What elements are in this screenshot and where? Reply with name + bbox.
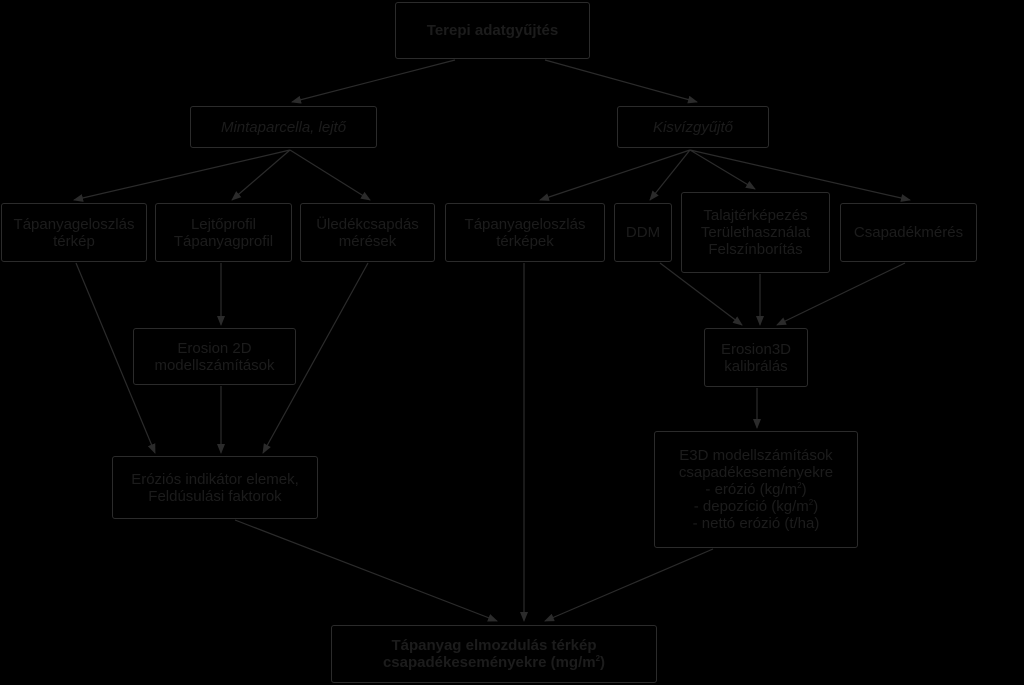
arrow-kisviz-to-ddm <box>649 149 691 201</box>
node-erosion3d: Erosion3D kalibrálás <box>704 328 808 387</box>
node-erosion2d: Erosion 2D modellszámítások <box>133 328 296 385</box>
node-talaj-line-2: Területhasználat <box>700 224 811 241</box>
node-erosion2d-line-1: Erosion 2D <box>177 339 252 357</box>
node-indikator-line-2: Feldúsulási faktorok <box>148 487 282 505</box>
node-erosion3d-line-2: kalibrálás <box>724 357 788 375</box>
arrow-e3d-to-final <box>544 548 714 622</box>
node-ddm: DDM <box>614 203 672 262</box>
node-terepi: Terepi adatgyűjtés <box>395 2 590 59</box>
node-tap-terkepek: Tápanyageloszlás térképek <box>445 203 605 262</box>
node-e3d-item-2: - depozíció (kg/m2) <box>693 498 819 515</box>
node-e3d: E3D modellszámítások csapadékeseményekre… <box>654 431 858 548</box>
arrow-terepi-to-minta <box>291 59 456 104</box>
node-indikator: Eróziós indikátor elemek, Feldúsulási fa… <box>112 456 318 519</box>
arrow-kisviz-to-csapadek <box>689 149 911 202</box>
node-kisviz-line-1: Kisvízgyűjtő <box>652 118 734 136</box>
arrow-terepi-to-kisviz <box>544 59 698 104</box>
node-tap-terkepek-line-2: térképek <box>496 232 554 250</box>
node-lejto: Lejtőprofil Tápanyagprofil <box>155 203 292 262</box>
arrow-kisviz-to-tap-terkepek <box>539 149 691 201</box>
node-e3d-item-1: - erózió (kg/m2) <box>705 481 807 498</box>
arrow-indikator-to-final <box>234 519 498 622</box>
node-terepi-line-1: Terepi adatgyűjtés <box>426 22 559 39</box>
node-uledek-line-2: mérések <box>338 232 397 250</box>
node-csapadek-line-1: Csapadékmérés <box>853 224 964 241</box>
node-indikator-line-1: Eróziós indikátor elemek, <box>131 470 299 488</box>
node-erosion3d-line-1: Erosion3D <box>720 340 792 358</box>
arrow-kisviz-to-talaj <box>689 149 756 190</box>
node-erosion2d-line-2: modellszámítások <box>154 356 275 374</box>
arrow-minta-to-uledek <box>289 149 371 201</box>
node-e3d-line-2: csapadékeseményekre <box>678 464 834 481</box>
node-minta: Mintaparcella, lejtő <box>190 106 377 148</box>
node-lejto-line-2: Tápanyagprofil <box>173 232 274 250</box>
node-talaj: Talajtérképezés Területhasználat Felszín… <box>681 192 830 273</box>
node-tap-terkep-line-1: Tápanyageloszlás <box>13 215 135 233</box>
node-talaj-line-3: Felszínborítás <box>708 241 803 258</box>
node-tap-terkep-line-2: térkép <box>53 232 95 250</box>
node-e3d-line-1: E3D modellszámítások <box>679 447 833 464</box>
arrow-ddm-to-erosion3d <box>659 262 743 326</box>
arrow-minta-to-tap-terkep <box>73 149 291 202</box>
node-uledek-line-1: Üledékcsapdás <box>316 215 419 233</box>
node-kisviz: Kisvízgyűjtő <box>617 106 769 148</box>
node-final: Tápanyag elmozdulás térkép csapadékesemé… <box>331 625 657 683</box>
arrow-tap-terkep-to-indikator <box>75 262 156 454</box>
arrow-csapadek-to-erosion3d <box>776 262 906 326</box>
node-final-line-1: Tápanyag elmozdulás térkép <box>391 637 597 654</box>
node-uledek: Üledékcsapdás mérések <box>300 203 435 262</box>
arrow-minta-to-lejto <box>231 149 291 201</box>
node-tap-terkepek-line-1: Tápanyageloszlás <box>464 215 586 233</box>
node-e3d-item-3: - nettó erózió (t/ha) <box>692 515 820 532</box>
node-minta-line-1: Mintaparcella, lejtő <box>220 118 347 136</box>
node-lejto-line-1: Lejtőprofil <box>190 215 257 233</box>
node-tap-terkep: Tápanyageloszlás térkép <box>1 203 147 262</box>
node-talaj-line-1: Talajtérképezés <box>703 207 808 224</box>
node-final-line-2: csapadékeseményekre (mg/m2) <box>382 654 606 671</box>
node-csapadek: Csapadékmérés <box>840 203 977 262</box>
node-ddm-line-1: DDM <box>625 224 661 241</box>
arrow-uledek-to-indikator <box>262 262 369 454</box>
